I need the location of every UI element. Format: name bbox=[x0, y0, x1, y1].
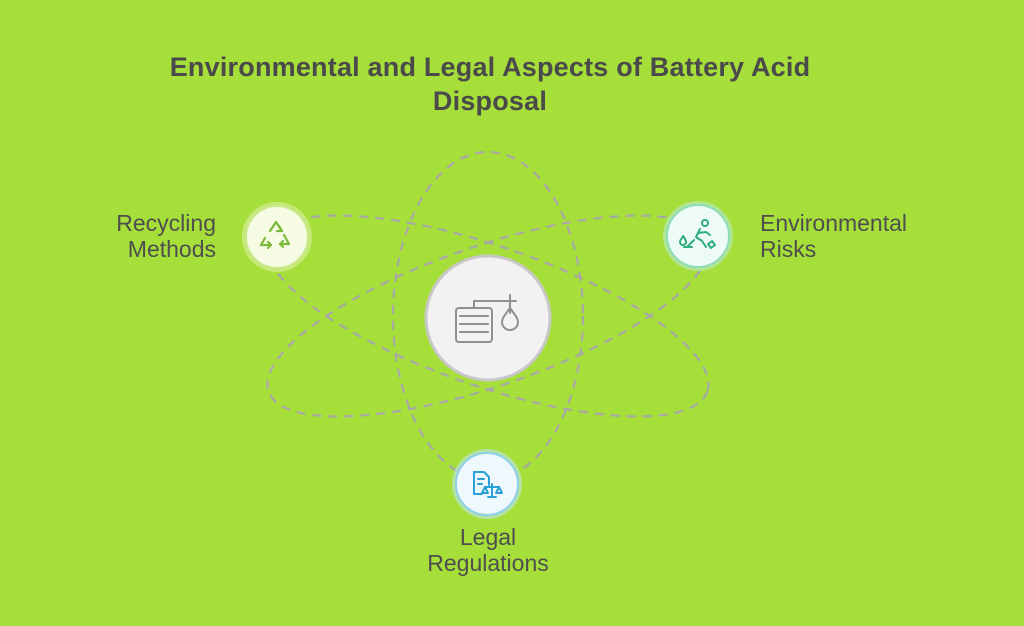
legal-node[interactable] bbox=[452, 449, 522, 519]
recycling-methods-label: Recycling Methods bbox=[60, 210, 216, 262]
recycling-label-line-1: Recycling bbox=[116, 210, 216, 236]
diagram-title: Environmental and Legal Aspects of Batte… bbox=[40, 50, 940, 118]
legal-document-scale-icon bbox=[473, 471, 503, 498]
battery-acid-icon bbox=[455, 294, 519, 343]
legal-regulations-label: Legal Regulations bbox=[380, 524, 596, 576]
environmental-label-line-2: Risks bbox=[760, 236, 817, 262]
title-line-1: Environmental and Legal Aspects of Batte… bbox=[169, 52, 811, 82]
center-node bbox=[424, 254, 552, 382]
environmental-label-line-1: Environmental bbox=[760, 210, 908, 236]
recycle-icon bbox=[259, 220, 291, 250]
polluter-icon bbox=[679, 219, 716, 249]
legal-label-line-1: Legal bbox=[459, 524, 517, 550]
environmental-node[interactable] bbox=[663, 201, 733, 271]
title-line-2: Disposal bbox=[432, 86, 548, 116]
orbit-tilted-left bbox=[266, 214, 710, 418]
recycling-node[interactable] bbox=[240, 200, 314, 274]
legal-label-line-2: Regulations bbox=[427, 550, 549, 576]
orbit-vertical bbox=[391, 150, 585, 482]
recycling-label-line-2: Methods bbox=[127, 236, 216, 262]
environmental-risks-label: Environmental Risks bbox=[760, 210, 980, 262]
